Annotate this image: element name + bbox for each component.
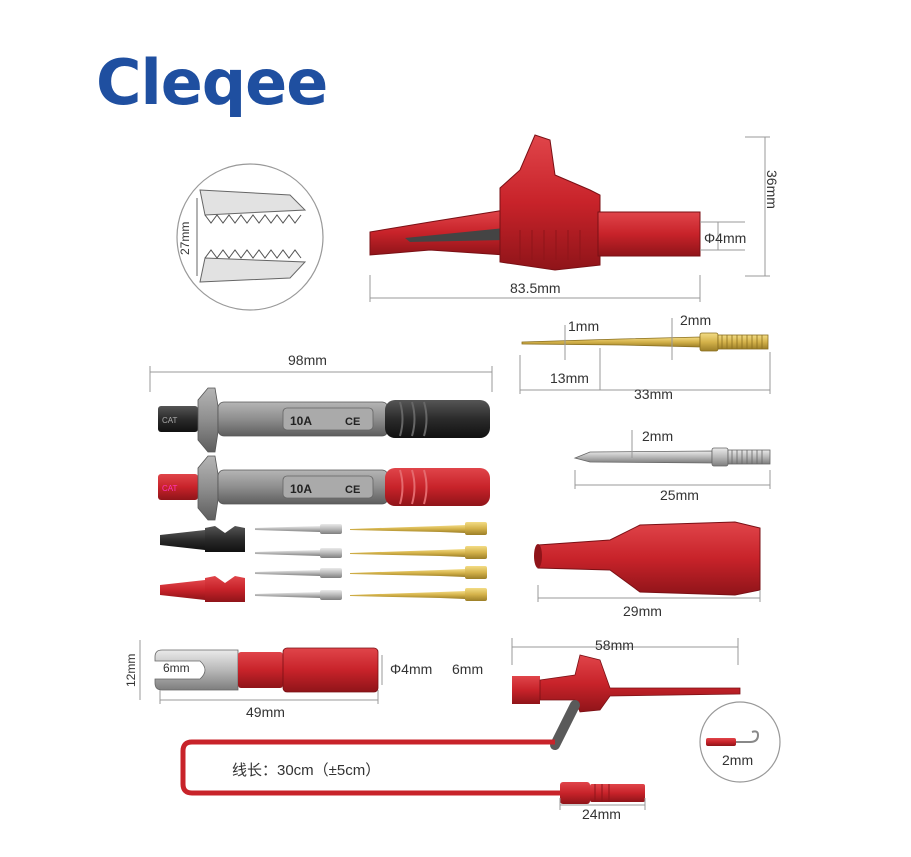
- steel-thread-label: 2mm: [642, 428, 674, 444]
- silver-pin-set: [255, 524, 342, 600]
- boot-length-label: 29mm: [623, 603, 662, 619]
- gold-thread-label: 2mm: [680, 312, 712, 328]
- clip-height-label: 36mm: [764, 170, 780, 209]
- probe-length-label: 98mm: [288, 352, 327, 368]
- hook-dimension-lines: [511, 638, 739, 665]
- alligator-clip: [369, 134, 701, 271]
- probe-dimension-lines: [149, 366, 493, 392]
- steel-pin-dimension-lines: [574, 430, 771, 489]
- spade-slot-label: 6mm: [163, 661, 190, 675]
- black-probe: [158, 387, 490, 453]
- hook-clip: [512, 654, 741, 750]
- gold-tip-label: 1mm: [568, 318, 600, 334]
- red-probe-ce: CE: [345, 484, 360, 496]
- plug-length-label: 24mm: [582, 806, 621, 822]
- hook-length-label: 58mm: [595, 637, 634, 653]
- red-probe-cat: CAT: [162, 484, 178, 493]
- clip-length-label: 83.5mm: [510, 280, 561, 296]
- spade-height-label: 12mm: [124, 653, 138, 687]
- red-probe-rating: 10A: [290, 482, 312, 496]
- hook-detail-circle: [699, 701, 781, 783]
- spade-socket-label: Φ4mm: [390, 661, 433, 677]
- plug-dimension-lines: [559, 798, 646, 810]
- gold-pin-dimension-lines: [519, 318, 771, 394]
- red-boot: [534, 521, 761, 596]
- hook-tip-label: 2mm: [722, 752, 754, 768]
- gold-taper-label: 13mm: [550, 370, 589, 386]
- gold-test-pin: [521, 332, 769, 352]
- gold-pin-set: [350, 522, 487, 601]
- red-probe: [158, 455, 490, 521]
- boot-dimension-lines: [537, 585, 761, 602]
- clip-socket-label: Φ4mm: [704, 230, 747, 246]
- spade-body-label: 6mm: [452, 661, 484, 677]
- red-sleeve: [160, 576, 245, 602]
- red-wire: [180, 739, 645, 804]
- black-probe-rating: 10A: [290, 414, 312, 428]
- spade-length-label: 49mm: [246, 704, 285, 720]
- black-probe-cat: CAT: [162, 416, 178, 425]
- jaw-detail-circle: [176, 163, 324, 311]
- steel-length-label: 25mm: [660, 487, 699, 503]
- spade-dimension-lines: [139, 640, 383, 704]
- wire-length-label: 线长：30cm（±5cm）: [232, 762, 381, 779]
- black-sleeve: [160, 526, 245, 552]
- steel-test-pin: [573, 447, 771, 467]
- clip-dimension-lines: [369, 136, 770, 302]
- brand-logo: Cleqee: [96, 46, 328, 119]
- gold-length-label: 33mm: [634, 386, 673, 402]
- black-probe-ce: CE: [345, 416, 360, 428]
- jaw-opening-label: 27mm: [178, 221, 192, 255]
- spade-connector: [154, 647, 379, 693]
